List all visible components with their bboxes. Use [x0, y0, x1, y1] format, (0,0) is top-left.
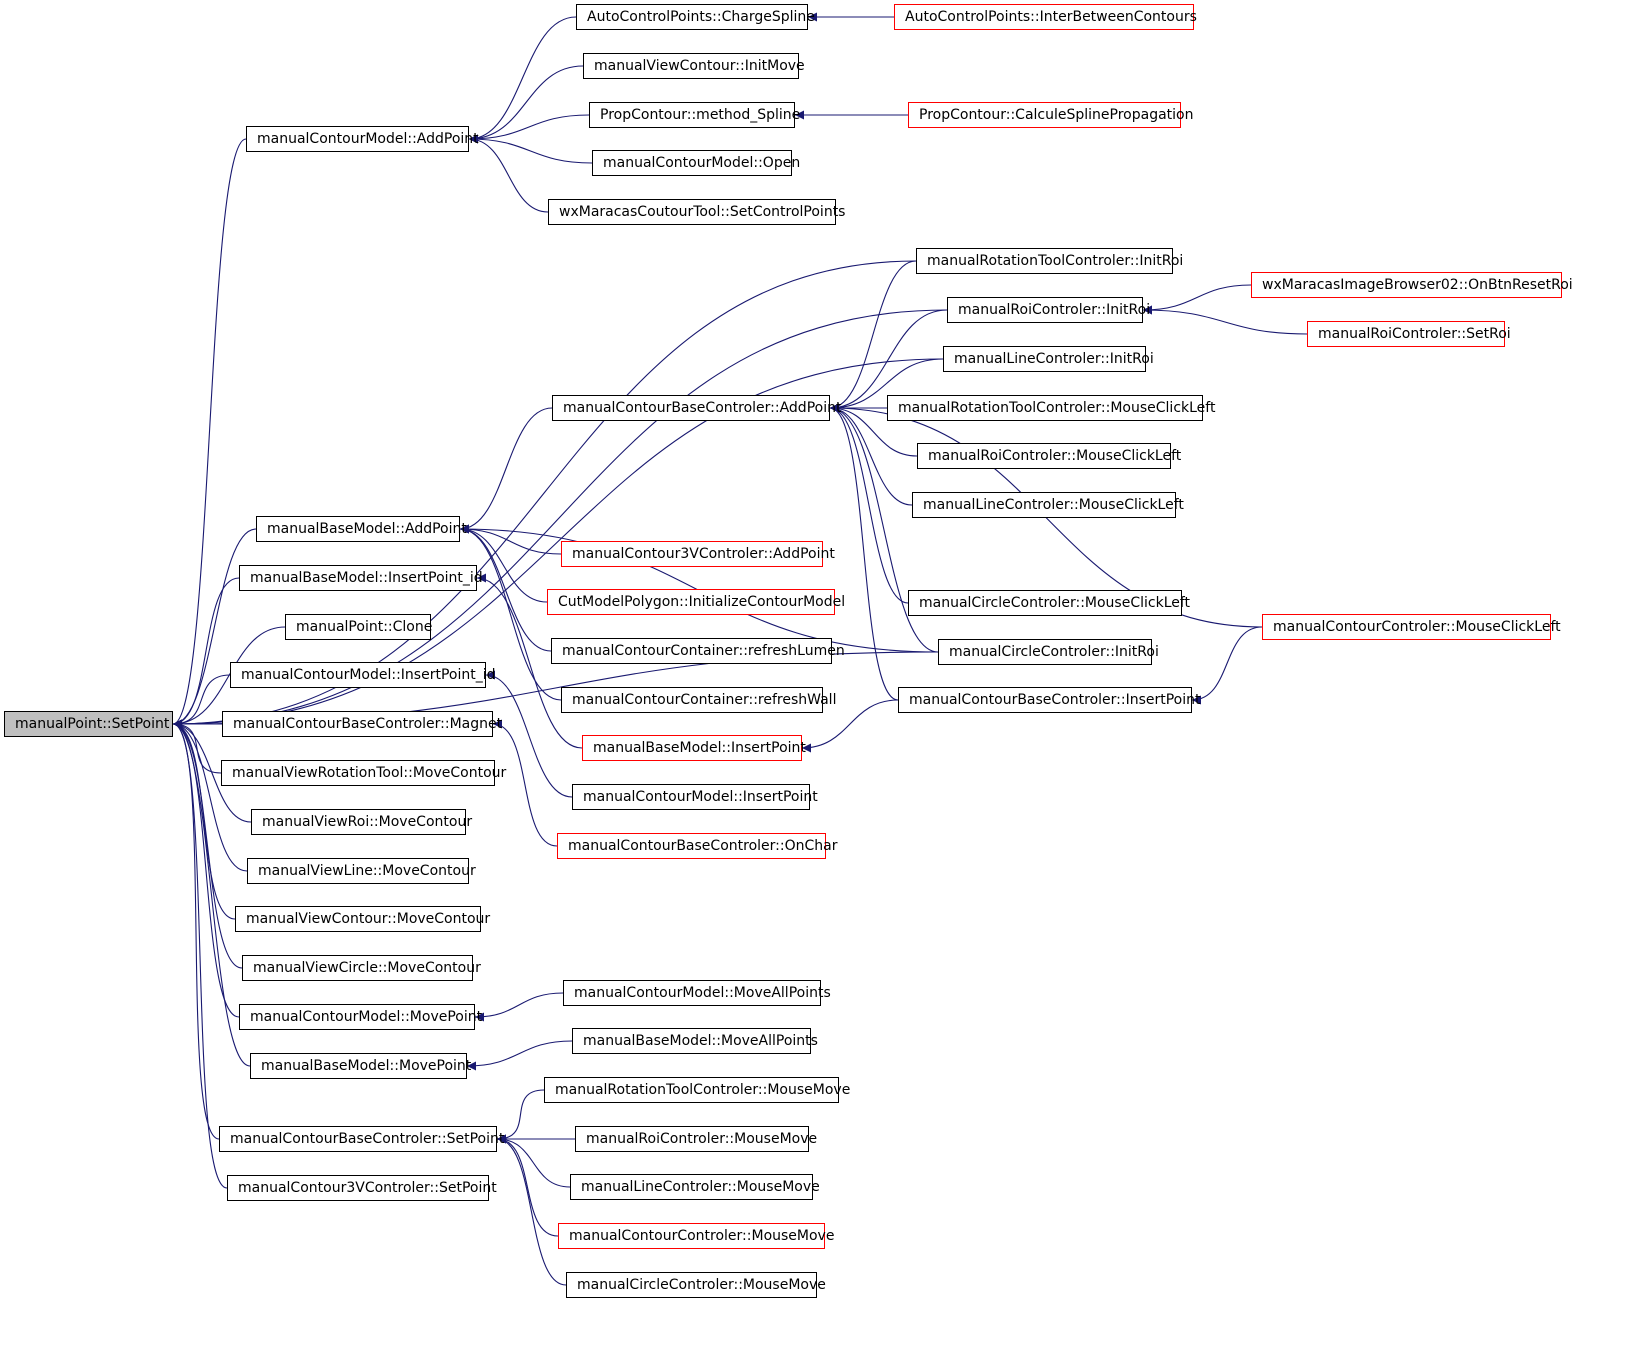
node-linecontroler-mousemove[interactable]: manualLineControler::MouseMove — [570, 1174, 820, 1200]
call-edge-rtc_initroi-to-cbc_addpoint — [829, 260, 917, 413]
call-edge-vl_movecontour-to-setpoint — [172, 719, 248, 872]
node-viewline-movecontour[interactable]: manualViewLine::MoveContour — [247, 858, 476, 884]
node-wxmaracascoutourtool-setcontrolpoints[interactable]: wxMaracasCoutourTool::SetControlPoints — [548, 199, 845, 225]
call-edge-bm_insertpoint_id-to-setpoint — [172, 577, 240, 729]
node-contourcontainer-refreshlumen[interactable]: manualContourContainer::refreshLumen — [551, 638, 845, 664]
call-edge-acp_chargespline-to-cm_addpoint — [468, 16, 577, 144]
node-contourcontroler-mouseclickleft[interactable]: manualContourControler::MouseClickLeft — [1262, 614, 1561, 640]
call-edge-cbc_insertpoint-to-cbc_addpoint — [829, 403, 899, 701]
call-edge-vroi_movecontour-to-setpoint — [172, 719, 252, 823]
node-contourbasecontroler-onchar[interactable]: manualContourBaseControler::OnChar — [557, 833, 837, 859]
node-basemodel-insertpoint[interactable]: manualBaseModel::InsertPoint — [582, 735, 806, 761]
call-edge-cmp_initcontour-to-bm_addpoint — [459, 524, 548, 603]
call-edge-pc_method_spline-to-cm_addpoint — [468, 114, 590, 144]
call-edge-cbc_onchar-to-cbc_magnet — [492, 719, 558, 847]
call-edge-cc_mousemove-to-cbc_setpoint — [496, 1134, 567, 1286]
call-edge-bm_insertpoint-to-bm_insertpoint_id — [476, 573, 583, 749]
call-edge-cbc_insertpoint-to-bm_insertpoint — [801, 699, 899, 753]
node-autocontrolpoints-chargespline[interactable]: AutoControlPoints::ChargeSpline — [576, 4, 815, 30]
node-contourcontainer-refreshwall[interactable]: manualContourContainer::refreshWall — [561, 687, 836, 713]
node-contourbasecontroler-insertpoint[interactable]: manualContourBaseControler::InsertPoint — [898, 687, 1201, 713]
node-propcontour-method-spline[interactable]: PropContour::method_Spline — [589, 102, 800, 128]
call-edge-mvc_initmove-to-cm_addpoint — [468, 65, 584, 144]
call-edge-lc_mousemove-to-cbc_setpoint — [496, 1134, 571, 1188]
node-roicontroler-mouseclickleft[interactable]: manualRoiControler::MouseClickLeft — [917, 443, 1181, 469]
node-root-setpoint: manualPoint::SetPoint — [4, 711, 173, 737]
call-edge-roic_initroi-to-setpoint — [172, 309, 948, 729]
node-propcontour-calculesplinepropagation[interactable]: PropContour::CalculeSplinePropagation — [908, 102, 1194, 128]
node-basemodel-movepoint[interactable]: manualBaseModel::MovePoint — [250, 1053, 471, 1079]
node-linecontroler-mouseclickleft[interactable]: manualLineControler::MouseClickLeft — [912, 492, 1184, 518]
node-contourbasecontroler-addpoint[interactable]: manualContourBaseControler::AddPoint — [552, 395, 841, 421]
call-edge-cc_mouseclickleft-to-cbc_addpoint — [829, 403, 909, 604]
node-autocontrolpoints-interbetweencontours[interactable]: AutoControlPoints::InterBetweenContours — [894, 4, 1197, 30]
node-contourmodel-insertpoint[interactable]: manualContourModel::InsertPoint — [572, 784, 818, 810]
node-contourmodel-insertpoint-id[interactable]: manualContourModel::InsertPoint_id — [230, 662, 496, 688]
call-edge-cm_open-to-cm_addpoint — [468, 134, 593, 164]
node-linecontroler-initroi[interactable]: manualLineControler::InitRoi — [943, 346, 1154, 372]
node-contourcontroler-mousemove[interactable]: manualContourControler::MouseMove — [558, 1223, 834, 1249]
call-edge-cctl_mousemove-to-cbc_setpoint — [496, 1134, 559, 1237]
node-contourmodel-movepoint[interactable]: manualContourModel::MovePoint — [239, 1004, 482, 1030]
call-edge-cm_moveallpoints-to-cm_movepoint — [474, 992, 564, 1022]
call-edge-cctl_mouseclickleft-to-cbc_insertpoint — [1191, 626, 1263, 705]
call-edge-rtc_initroi-to-setpoint — [172, 260, 917, 729]
node-circlecontroler-mouseclickleft[interactable]: manualCircleControler::MouseClickLeft — [908, 590, 1190, 616]
node-contourmodel-open[interactable]: manualContourModel::Open — [592, 150, 800, 176]
call-edge-wx_onbtnresetroi-to-roic_initroi — [1142, 284, 1252, 315]
call-edge-lc_mouseclickleft-to-cbc_addpoint — [829, 403, 913, 506]
call-edge-lc_initroi-to-setpoint — [172, 358, 944, 729]
call-edge-roic_initroi-to-cbc_addpoint — [829, 309, 948, 413]
node-viewcontour-initmove[interactable]: manualViewContour::InitMove — [583, 53, 805, 79]
call-edge-cbc_addpoint-to-bm_addpoint — [459, 407, 553, 534]
call-edge-rtc_mousemove-to-cbc_setpoint — [496, 1089, 545, 1144]
call-edge-roic_mouseclickleft-to-cbc_addpoint — [829, 403, 918, 457]
node-contourmodel-addpoint[interactable]: manualContourModel::AddPoint — [246, 126, 479, 152]
call-edge-cont_refreshwall-to-bm_addpoint — [459, 524, 562, 701]
node-rotationtoolcontroler-mouseclickleft[interactable]: manualRotationToolControler::MouseClickL… — [887, 395, 1215, 421]
node-circlecontroler-mousemove[interactable]: manualCircleControler::MouseMove — [566, 1272, 826, 1298]
node-viewrotationtool-movecontour[interactable]: manualViewRotationTool::MoveContour — [221, 760, 506, 786]
call-edge-cc_initroi-to-cbc_addpoint — [829, 403, 939, 653]
node-contourbasecontroler-magnet[interactable]: manualContourBaseControler::Magnet — [222, 711, 502, 737]
node-wxmaracasimagebrowser02-onbtnresetroi[interactable]: wxMaracasImageBrowser02::OnBtnResetRoi — [1251, 272, 1573, 298]
node-viewroi-movecontour[interactable]: manualViewRoi::MoveContour — [251, 809, 472, 835]
node-roicontroler-mousemove[interactable]: manualRoiControler::MouseMove — [575, 1126, 817, 1152]
node-basemodel-moveallpoints[interactable]: manualBaseModel::MoveAllPoints — [572, 1028, 818, 1054]
call-edge-cm_insertpoint_id-to-setpoint — [172, 674, 231, 729]
node-contourmodel-moveallpoints[interactable]: manualContourModel::MoveAllPoints — [563, 980, 831, 1006]
node-circlecontroler-initroi[interactable]: manualCircleControler::InitRoi — [938, 639, 1159, 665]
call-edge-wx_setcontrolpoints-to-cm_addpoint — [468, 134, 549, 213]
call-edge-bm_movepoint-to-setpoint — [172, 719, 251, 1067]
call-edge-bm_moveallpoints-to-bm_movepoint — [466, 1040, 573, 1071]
node-basemodel-insertpoint-id[interactable]: manualBaseModel::InsertPoint_id — [239, 565, 483, 591]
node-cutmodelpolygon-initializecontourmodel[interactable]: CutModelPolygon::InitializeContourModel — [547, 589, 845, 615]
call-edge-lc_initroi-to-cbc_addpoint — [829, 358, 944, 413]
node-basemodel-addpoint[interactable]: manualBaseModel::AddPoint — [256, 516, 467, 542]
call-edge-c3v_addpoint-to-bm_addpoint — [459, 524, 562, 555]
node-viewcircle-movecontour[interactable]: manualViewCircle::MoveContour — [242, 955, 481, 981]
node-roicontroler-initroi[interactable]: manualRoiControler::InitRoi — [947, 297, 1150, 323]
node-viewcontour-movecontour[interactable]: manualViewContour::MoveContour — [235, 906, 490, 932]
call-edge-cm_insertpoint-to-cm_insertpoint_id — [485, 670, 573, 798]
call-edge-roic_setroi-to-roic_initroi — [1142, 305, 1308, 335]
node-roicontroler-setroi[interactable]: manualRoiControler::SetRoi — [1307, 321, 1511, 347]
node-rotationtoolcontroler-initroi[interactable]: manualRotationToolControler::InitRoi — [916, 248, 1183, 274]
call-edge-c3v_setpoint-to-setpoint — [172, 719, 228, 1189]
node-point-clone[interactable]: manualPoint::Clone — [285, 614, 432, 640]
node-rotationtoolcontroler-mousemove[interactable]: manualRotationToolControler::MouseMove — [544, 1077, 850, 1103]
node-contour3vcontroler-setpoint[interactable]: manualContour3VControler::SetPoint — [227, 1175, 497, 1201]
call-edge-cm_addpoint-to-setpoint — [172, 138, 247, 729]
call-edge-vcirc_movecontour-to-setpoint — [172, 719, 243, 969]
node-contourbasecontroler-setpoint[interactable]: manualContourBaseControler::SetPoint — [219, 1126, 504, 1152]
node-contour3vcontroler-addpoint[interactable]: manualContour3VControler::AddPoint — [561, 541, 835, 567]
call-edge-bm_addpoint-to-setpoint — [172, 528, 257, 729]
